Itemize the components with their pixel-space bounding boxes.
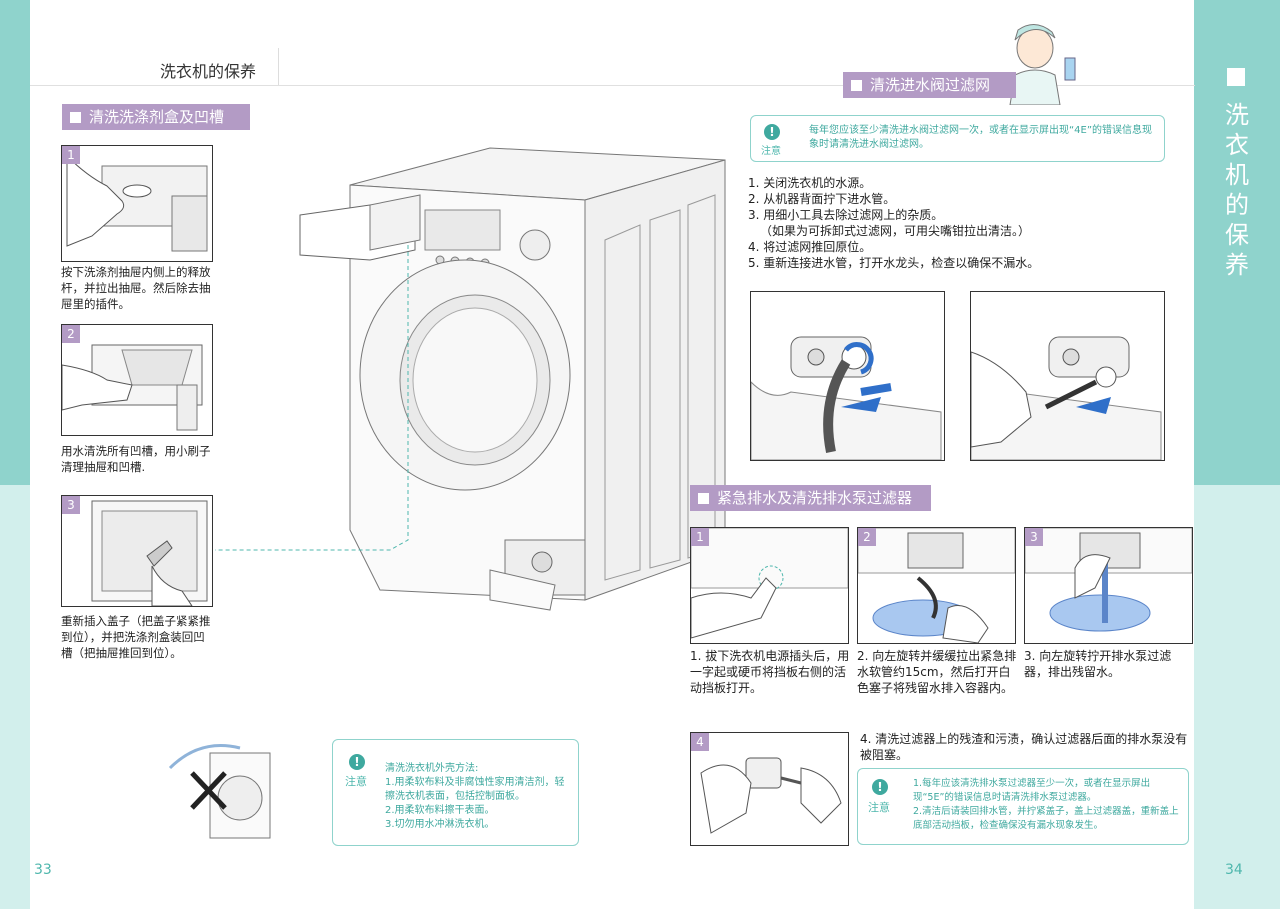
note-item: 3.切勿用水冲淋洗衣机。 [385, 819, 495, 830]
drain-step4-caption: 4. 清洗过滤器上的残渣和污渍，确认过滤器后面的排水泵没有被阻塞。 [860, 732, 1188, 762]
step-number: 3 [62, 496, 80, 514]
note-label: 注意 [868, 801, 890, 814]
section-title-inlet-filter: 清洗进水阀过滤网 [843, 72, 1016, 98]
warning-icon: ! [872, 779, 888, 795]
drain-step2-caption: 2. 向左旋转并缓缓拉出紧急排水软管约15cm，然后打开白色塞子将残留水排入容器… [857, 649, 1017, 695]
inlet-step: 3. 用细小工具去除过滤网上的杂质。 [748, 208, 944, 222]
step2-caption: 用水清洗所有凹槽，用小刷子清理抽屉和凹槽. [61, 444, 211, 474]
inlet-step: 2. 从机器背面拧下进水管。 [748, 192, 896, 206]
cleaning-woman-illustration [990, 20, 1085, 105]
note-title: 清洗洗衣机外壳方法: [385, 763, 479, 774]
note-item: 2.清洁后请装回排水管，并拧紧盖子，盖上过滤器盖，重新盖上底部活动挡板，检查确保… [913, 806, 1179, 831]
warning-icon: ! [349, 754, 365, 770]
inlet-note: ! 注意 每年您应该至少清洗进水阀过滤网一次，或者在显示屏出现“4E”的错误信息… [750, 115, 1165, 162]
right-side-band: 洗衣机的保养 [1194, 0, 1280, 909]
step2-illustration: 2 [61, 324, 213, 436]
header-rule [30, 85, 1195, 86]
section-title-detergent: 清洗洗涤剂盒及凹槽 [62, 104, 250, 130]
step1-caption: 按下洗涤剂抽屉内侧上的释放杆，并拉出抽屉。然后除去抽屉里的插件。 [61, 265, 211, 311]
drain-note-text: 1.每年应该清洗排水泵过滤器至少一次，或者在显示屏出现“5E”的错误信息时请清洗… [913, 777, 1183, 833]
note-item: 1.每年应该清洗排水泵过滤器至少一次，或者在显示屏出现“5E”的错误信息时请清洗… [913, 778, 1151, 803]
step-number: 3 [1025, 528, 1043, 546]
side-vertical-title: 洗衣机的保养 [1194, 100, 1280, 280]
drain-step1-illustration: 1 [690, 527, 849, 644]
note-label: 注意 [345, 775, 367, 788]
inlet-step: 5. 重新连接进水管，打开水龙头，检查以确保不漏水。 [748, 256, 1040, 270]
drain-step3-caption: 3. 向左旋转拧开排水泵过滤器，排出残留水。 [1024, 649, 1172, 679]
inlet-step: （如果为可拆卸式过滤网，可用尖嘴钳拉出清洁。） [760, 224, 1031, 238]
step-number: 1 [691, 528, 709, 546]
drain-step4-illustration: 4 [690, 732, 849, 846]
section-title-drain-filter: 紧急排水及清洗排水泵过滤器 [690, 485, 931, 511]
step-number: 2 [858, 528, 876, 546]
inlet-step: 4. 将过滤网推回原位。 [748, 240, 872, 254]
note-item: 1.用柔软布料及非腐蚀性家用清洁剂，轻擦洗衣机表面，包括控制面板。 [385, 777, 565, 802]
washing-machine-illustration [210, 140, 740, 620]
step-number: 2 [62, 325, 80, 343]
left-side-band [0, 0, 30, 909]
drain-step3-illustration: 3 [1024, 527, 1193, 644]
header-divider [278, 48, 279, 85]
inlet-step: 1. 关闭洗衣机的水源。 [748, 176, 872, 190]
side-square-icon [1227, 68, 1245, 86]
inlet-steps: 1. 关闭洗衣机的水源。 2. 从机器背面拧下进水管。 3. 用细小工具去除过滤… [748, 175, 1168, 271]
drain-step2-illustration: 2 [857, 527, 1016, 644]
step-number: 4 [691, 733, 709, 751]
step3-illustration: 3 [61, 495, 213, 607]
exterior-note-text: 清洗洗衣机外壳方法: 1.用柔软布料及非腐蚀性家用清洁剂，轻擦洗衣机表面，包括控… [385, 762, 570, 832]
inlet-hose-illustration-1 [750, 291, 945, 461]
page-number-left: 33 [34, 862, 52, 878]
exterior-care-illustration [160, 728, 280, 843]
exterior-care-note: ! 注意 清洗洗衣机外壳方法: 1.用柔软布料及非腐蚀性家用清洁剂，轻擦洗衣机表… [332, 739, 579, 846]
step1-illustration: 1 [61, 145, 213, 262]
inlet-hose-illustration-2 [970, 291, 1165, 461]
step-number: 1 [62, 146, 80, 164]
note-label: 注意 [761, 146, 781, 157]
drain-note: ! 注意 1.每年应该清洗排水泵过滤器至少一次，或者在显示屏出现“5E”的错误信… [857, 768, 1189, 845]
page-title: 洗衣机的保养 [160, 62, 257, 81]
side-title-text: 洗衣机的保养 [1225, 101, 1249, 279]
drain-step1-caption: 1. 拔下洗衣机电源插头后，用一字起或硬币将挡板右侧的活动挡板打开。 [690, 649, 850, 695]
step3-caption: 重新插入盖子（把盖子紧紧推到位），并把洗涤剂盒装回凹槽（把抽屉推回到位）。 [61, 614, 211, 660]
inlet-note-text: 每年您应该至少清洗进水阀过滤网一次，或者在显示屏出现“4E”的错误信息现象时请清… [809, 125, 1153, 150]
page-number-right: 34 [1225, 862, 1243, 878]
warning-icon: ! [764, 124, 780, 140]
note-item: 2.用柔软布料擦干表面。 [385, 805, 495, 816]
